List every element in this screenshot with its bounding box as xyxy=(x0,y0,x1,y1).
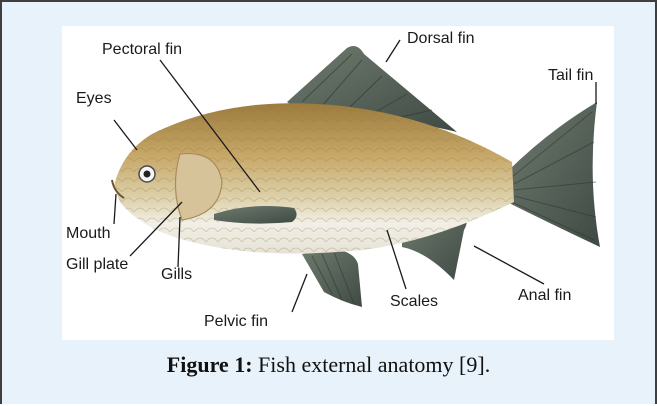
label-eyes: Eyes xyxy=(76,90,112,107)
caption-text: Fish external anatomy [9]. xyxy=(253,352,491,377)
label-dorsal-fin: Dorsal fin xyxy=(407,30,475,47)
fish-anatomy-diagram: Pectoral fin Dorsal fin Eyes Tail fin Mo… xyxy=(2,2,655,347)
label-mouth: Mouth xyxy=(66,225,110,242)
tail-fin-shape xyxy=(507,102,600,247)
label-pelvic-fin: Pelvic fin xyxy=(204,313,268,330)
label-tail-fin: Tail fin xyxy=(548,67,593,84)
label-gills: Gills xyxy=(161,266,192,283)
label-scales: Scales xyxy=(390,293,438,310)
label-anal-fin: Anal fin xyxy=(518,287,571,304)
label-pectoral-fin: Pectoral fin xyxy=(102,41,182,58)
pelvic-fin-shape xyxy=(302,250,362,307)
figure-caption: Figure 1: Fish external anatomy [9]. xyxy=(2,352,655,378)
label-gill-plate: Gill plate xyxy=(66,256,128,273)
caption-prefix: Figure 1: xyxy=(167,352,253,377)
